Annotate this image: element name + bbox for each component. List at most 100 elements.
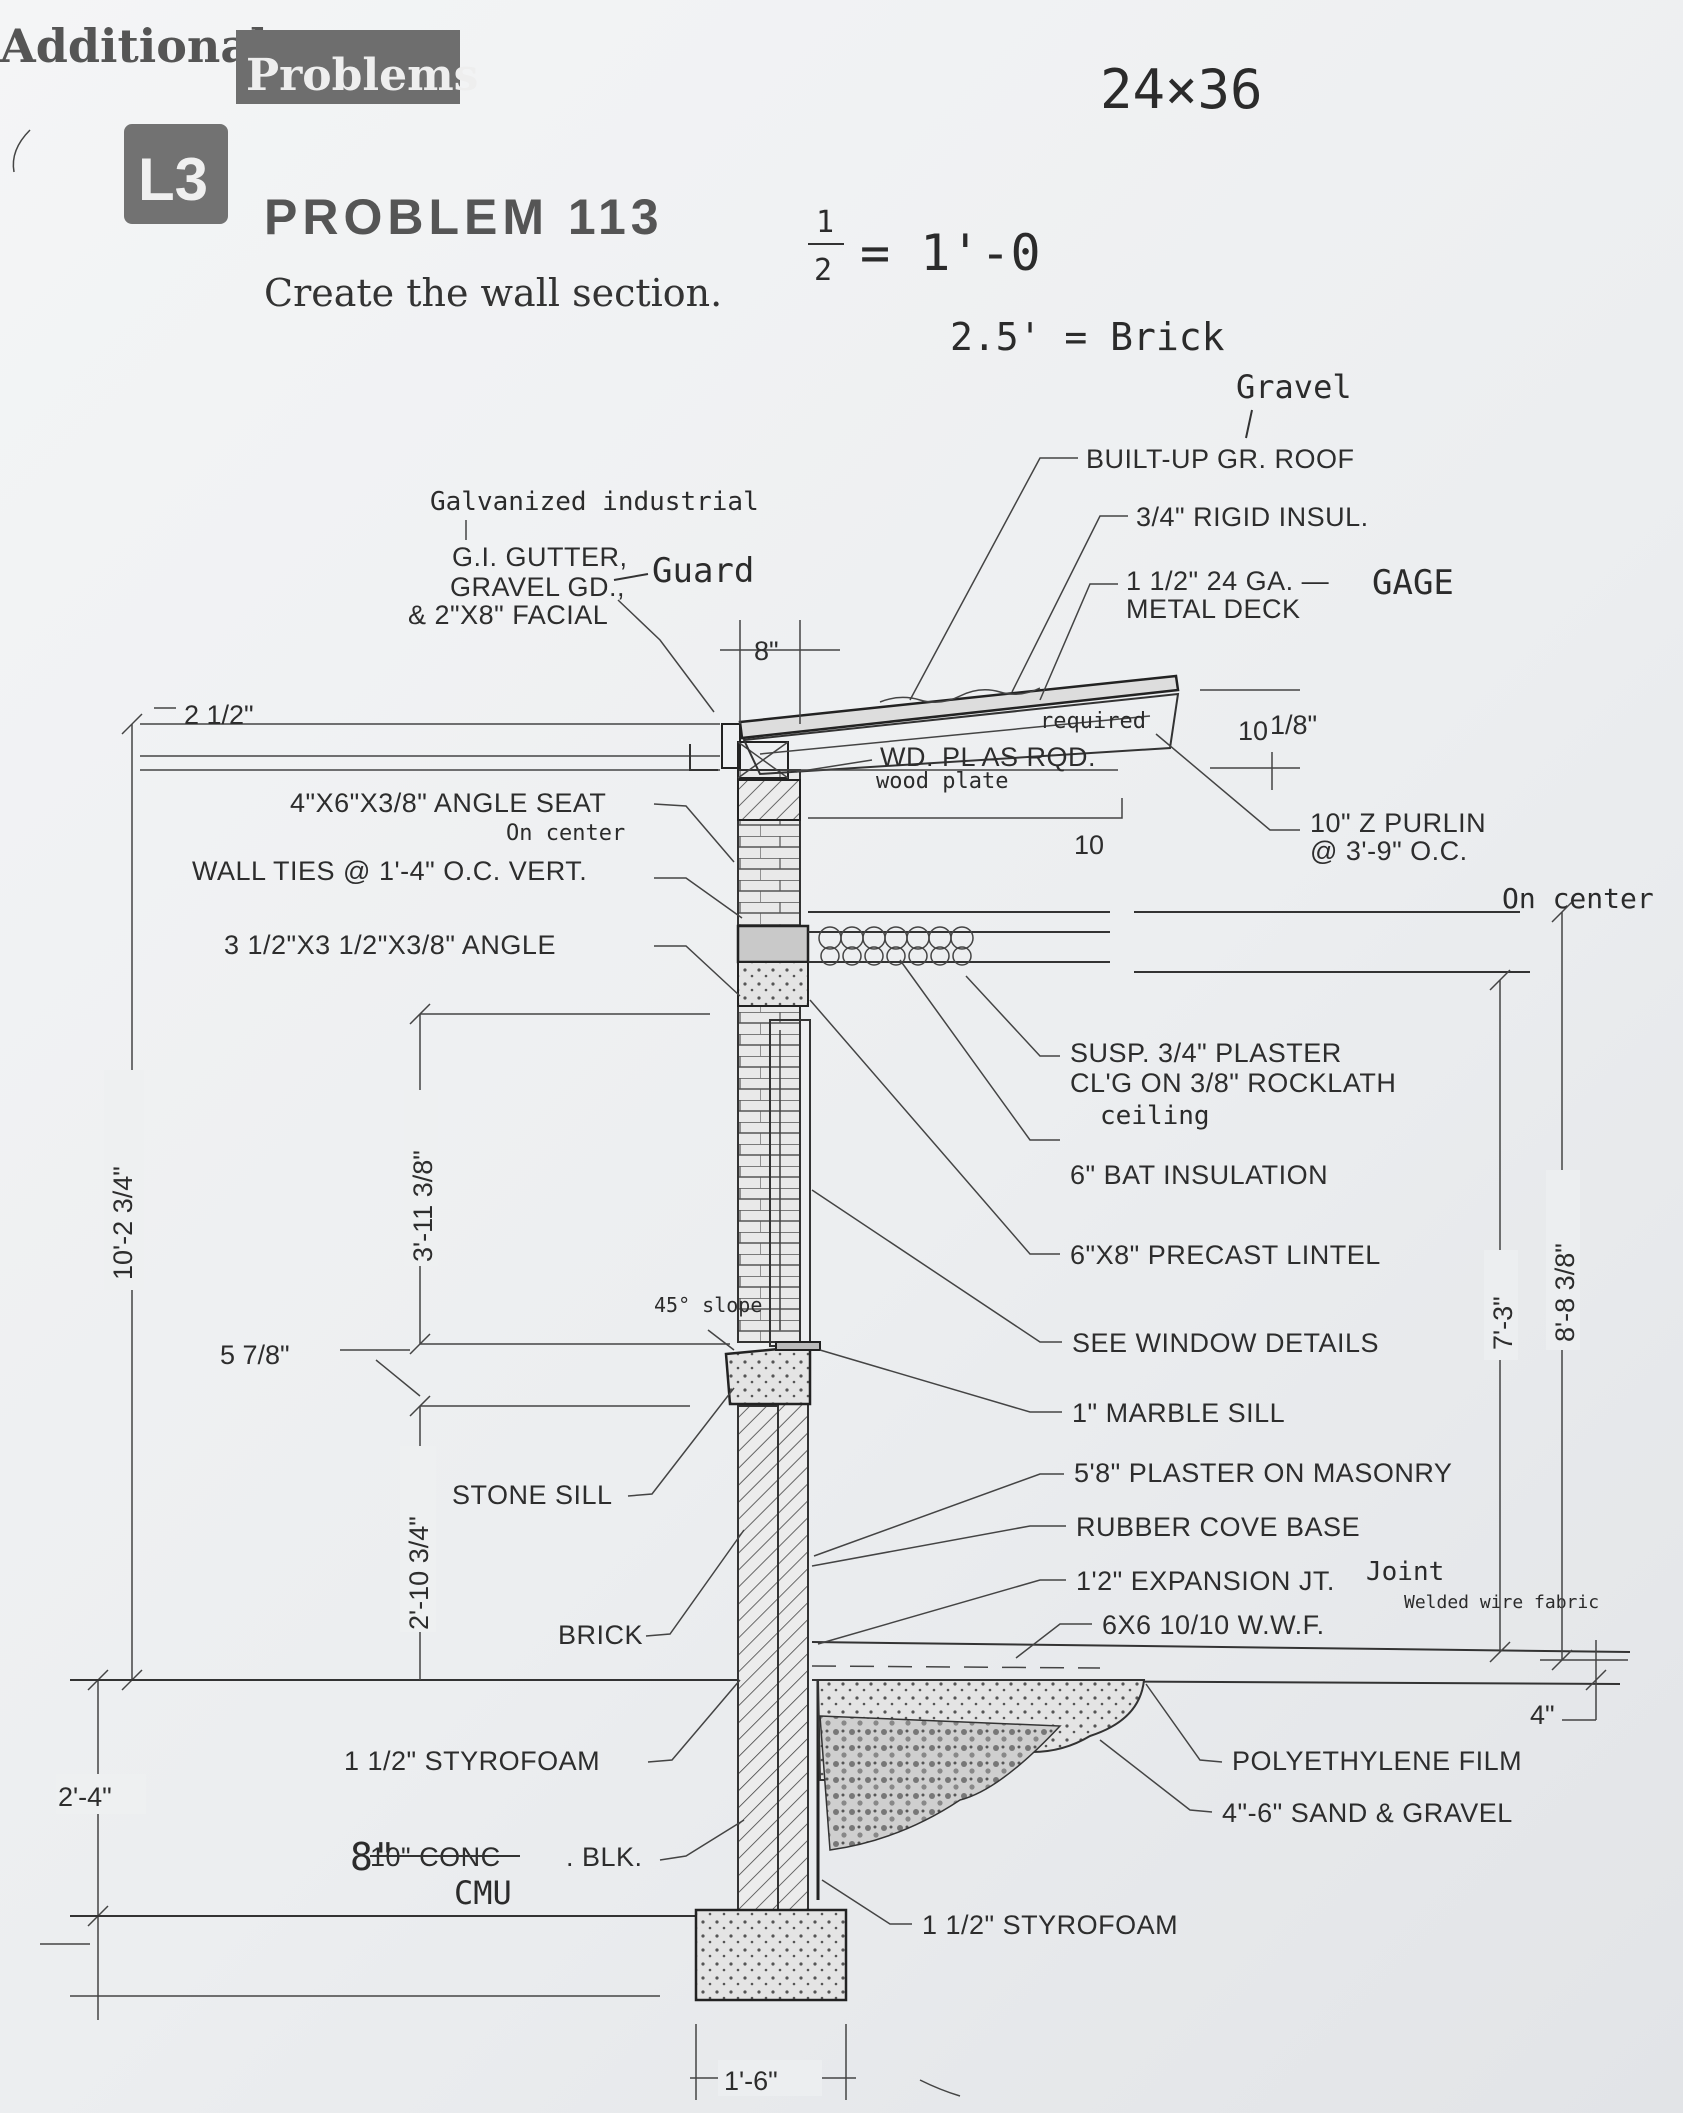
leader-angle-seat — [653, 803, 735, 863]
label-bat-insul: 6" BAT INSULATION — [1070, 1160, 1328, 1190]
hand-scale-num: 1 — [816, 205, 834, 240]
label-angle-seat: 4"X6"X3/8" ANGLE SEAT — [290, 788, 606, 818]
dim-10-bracket — [808, 798, 1123, 819]
dim-2-4: 2'-4" — [58, 1782, 112, 1812]
brick-veneer-lower — [737, 1405, 779, 1917]
dim-label-bg — [1484, 1250, 1518, 1360]
wood-plate — [737, 741, 789, 779]
leader-styrofoam-right — [821, 1879, 912, 1925]
label-gutter-2: GRAVEL GD., — [450, 572, 625, 602]
leader-angle — [654, 945, 741, 997]
dim-7-3: 7'-3" — [1488, 1296, 1518, 1350]
stone-sill — [724, 1344, 812, 1406]
hand-brick-note: 2.5' = Brick — [950, 315, 1225, 359]
label-wall-ties: WALL TIES @ 1'-4" O.C. VERT. — [192, 856, 587, 886]
label-plaster-masonry: 5'8" PLASTER ON MASONRY — [1074, 1458, 1452, 1488]
label-wwf: 6X6 10/10 W.W.F. — [1102, 1610, 1325, 1640]
level-badge-text: L3 — [138, 146, 208, 213]
hand-wwf: Welded wire fabric — [1404, 1592, 1599, 1613]
label-styrofoam-right: 1 1/2" STYROFOAM — [922, 1910, 1178, 1940]
hand-ceiling: ceiling — [1100, 1101, 1210, 1131]
leader-sand — [1099, 1739, 1213, 1813]
lintel-block — [737, 961, 809, 1007]
gutter-lip — [689, 744, 718, 771]
label-wd-pl: WD. PL AS RQD. — [880, 742, 1096, 772]
label-window: SEE WINDOW DETAILS — [1072, 1328, 1379, 1358]
hand-on-center-2: On center — [1502, 882, 1654, 915]
leader-conc-blk — [659, 1819, 745, 1861]
problem-instruction: Create the wall section. — [264, 271, 722, 315]
hand-scale-den: 2 — [814, 253, 832, 288]
label-gutter-3: & 2"X8" FACIAL — [408, 600, 608, 630]
hand-gravel-arrow — [1245, 409, 1253, 439]
wood-plate-x — [737, 741, 789, 779]
label-lintel: 6"X8" PRECAST LINTEL — [1070, 1240, 1381, 1270]
leader-built-up-roof — [909, 457, 1078, 701]
slab-top — [811, 1641, 1631, 1653]
label-z-purlin-1: 10" Z PURLIN — [1310, 808, 1486, 838]
label-sand: 4"-6" SAND & GRAVEL — [1222, 1798, 1513, 1828]
cmu-backup — [777, 1399, 809, 1917]
label-rigid-insul: 3/4" RIGID INSUL. — [1136, 502, 1369, 532]
label-styrofoam-left: 1 1/2" STYROFOAM — [344, 1746, 600, 1776]
gutter — [721, 723, 741, 769]
label-metal-deck-2: METAL DECK — [1126, 594, 1301, 624]
dim-10-1-8-whole: 10 — [1238, 716, 1268, 746]
leader-marble-sill — [819, 1349, 1062, 1413]
dim-5-7-8: 5 7/8" — [220, 1340, 290, 1370]
stray-mark — [919, 2079, 961, 2097]
level-badge — [124, 124, 228, 224]
leader-bat-insul — [899, 959, 1060, 1141]
label-built-up-roof: BUILT-UP GR. ROOF — [1086, 444, 1355, 474]
hand-gage: GAGE — [1372, 563, 1454, 603]
gravel-fill — [819, 1715, 1062, 1851]
dim-3-11-3-8: 3'-11 3/8" — [408, 1150, 438, 1262]
hand-slope: 45° slope — [654, 1293, 762, 1317]
leader-z-purlin — [1155, 733, 1300, 831]
hand-joint: Joint — [1366, 1557, 1444, 1587]
problem-title: PROBLEM 113 — [264, 189, 664, 245]
leader-plaster-masonry — [813, 1473, 1064, 1557]
leader-poly — [1145, 1683, 1223, 1763]
dim-label-bg — [400, 1446, 436, 1632]
hand-gravel: Gravel — [1236, 368, 1352, 406]
hand-guard-dash — [613, 573, 649, 581]
dim-tick — [121, 713, 143, 735]
label-conc-blk: . BLK. — [566, 1842, 643, 1872]
dim-label-bg — [404, 1090, 438, 1266]
dim-4: 4" — [1530, 1700, 1555, 1730]
leader-styrofoam-left — [647, 1679, 741, 1763]
wwf-line — [811, 1665, 1101, 1669]
hand-on-center-1: On center — [506, 821, 625, 846]
dim-label-bg — [1546, 1170, 1580, 1350]
leader-expansion — [817, 1579, 1066, 1645]
dim-label-bg — [56, 1774, 146, 1814]
hand-sheet-size: 24×36 — [1100, 58, 1263, 121]
label-brick: BRICK — [558, 1620, 643, 1650]
label-plaster-clg-1: SUSP. 3/4" PLASTER — [1070, 1038, 1342, 1068]
label-stone-sill: STONE SILL — [452, 1480, 613, 1510]
dim-8-8-3-8: 8'-8 3/8" — [1550, 1243, 1580, 1342]
label-expansion: 1'2" EXPANSION JT. — [1076, 1566, 1335, 1596]
marble-sill — [775, 1341, 821, 1351]
dim-2-5: 2 1/2" — [184, 700, 254, 730]
leader-wwf — [1015, 1623, 1092, 1659]
leader-metal-deck — [1039, 583, 1118, 701]
hand-galvanized: Galvanized industrial — [430, 487, 759, 517]
hand-guard: Guard — [652, 551, 754, 591]
leader-window — [811, 1189, 1062, 1343]
dim-tick — [409, 1003, 431, 1025]
label-angle: 3 1/2"X3 1/2"X3/8" ANGLE — [224, 930, 556, 960]
label-metal-deck-1: 1 1/2" 24 GA. — — [1126, 566, 1329, 596]
dim-10-1-8-frac: 1/8" — [1270, 710, 1317, 740]
label-poly: POLYETHYLENE FILM — [1232, 1746, 1522, 1776]
label-plaster-clg-2: CL'G ON 3/8" ROCKLATH — [1070, 1068, 1396, 1098]
leader-stone-sill — [627, 1387, 735, 1497]
dim-tick — [1585, 1669, 1607, 1691]
leader-plaster-clg — [965, 975, 1060, 1057]
hand-scale-eq: = 1'-0 — [860, 224, 1041, 282]
label-z-purlin-2: @ 3'-9" O.C. — [1310, 836, 1468, 866]
hand-cmu: CMU — [454, 1874, 512, 1912]
dim-label-bg — [718, 2060, 822, 2096]
